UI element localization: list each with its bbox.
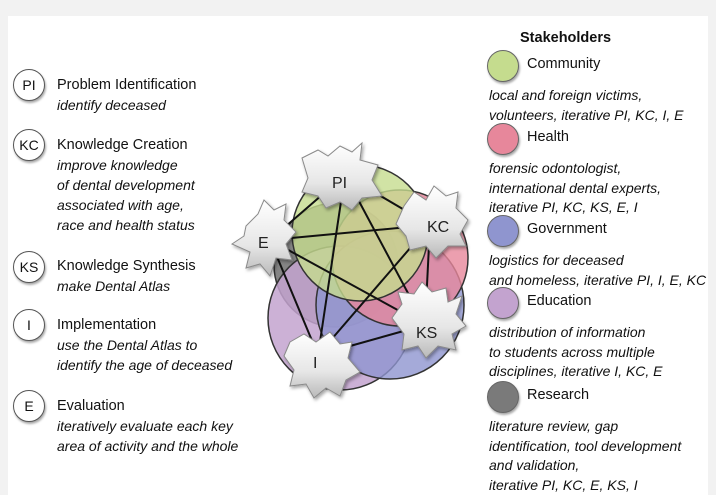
research-name: Research — [527, 387, 590, 403]
pi-splat-shape — [301, 141, 383, 211]
phase-kc-title: Knowledge Creation — [57, 137, 188, 153]
phase-i-badge: I — [13, 309, 45, 341]
education-swatch — [487, 287, 519, 319]
phase-pi-title: Problem Identification — [57, 77, 197, 93]
government-swatch — [487, 215, 519, 247]
research-swatch — [487, 381, 519, 413]
phase-ks-badge: KS — [13, 251, 45, 283]
government-name: Government — [527, 221, 607, 237]
ks-splat-shape — [391, 281, 467, 359]
pi-label: PI — [332, 175, 347, 192]
phase-ks-title: Knowledge Synthesis — [57, 258, 196, 274]
e-splat-shape — [230, 199, 297, 278]
phase-kc-badge: KC — [13, 129, 45, 161]
phase-pi-badge: PI — [13, 69, 45, 101]
community-description: local and foreign victims, volunteers, i… — [489, 87, 684, 123]
research-description: literature review, gap identification, t… — [489, 418, 682, 493]
phase-pi-description: identify deceased — [57, 97, 166, 113]
stakeholders-title: Stakeholders — [520, 30, 612, 46]
phase-kc-description: improve knowledge of dental development … — [57, 157, 195, 233]
kc-splat-shape — [395, 185, 469, 259]
e-label: E — [258, 235, 269, 252]
kc-label: KC — [427, 219, 449, 236]
community-name: Community — [527, 56, 601, 72]
i-label: I — [313, 355, 317, 372]
community-swatch — [487, 50, 519, 82]
phase-e-description: iteratively evaluate each key area of ac… — [57, 418, 239, 454]
phase-i-title: Implementation — [57, 317, 157, 333]
i-splat-shape — [283, 331, 361, 399]
ks-label: KS — [416, 325, 437, 342]
phase-ks-description: make Dental Atlas — [57, 278, 171, 294]
education-name: Education — [527, 293, 592, 309]
education-description: distribution of information to students … — [489, 324, 663, 379]
phase-e-badge: E — [13, 390, 45, 422]
government-description: logistics for deceased and homeless, ite… — [489, 252, 707, 288]
health-name: Health — [527, 129, 569, 145]
health-swatch — [487, 123, 519, 155]
health-description: forensic odontologist, international den… — [489, 160, 661, 215]
phase-i-description: use the Dental Atlas to identify the age… — [57, 337, 233, 373]
phase-e-title: Evaluation — [57, 398, 125, 414]
